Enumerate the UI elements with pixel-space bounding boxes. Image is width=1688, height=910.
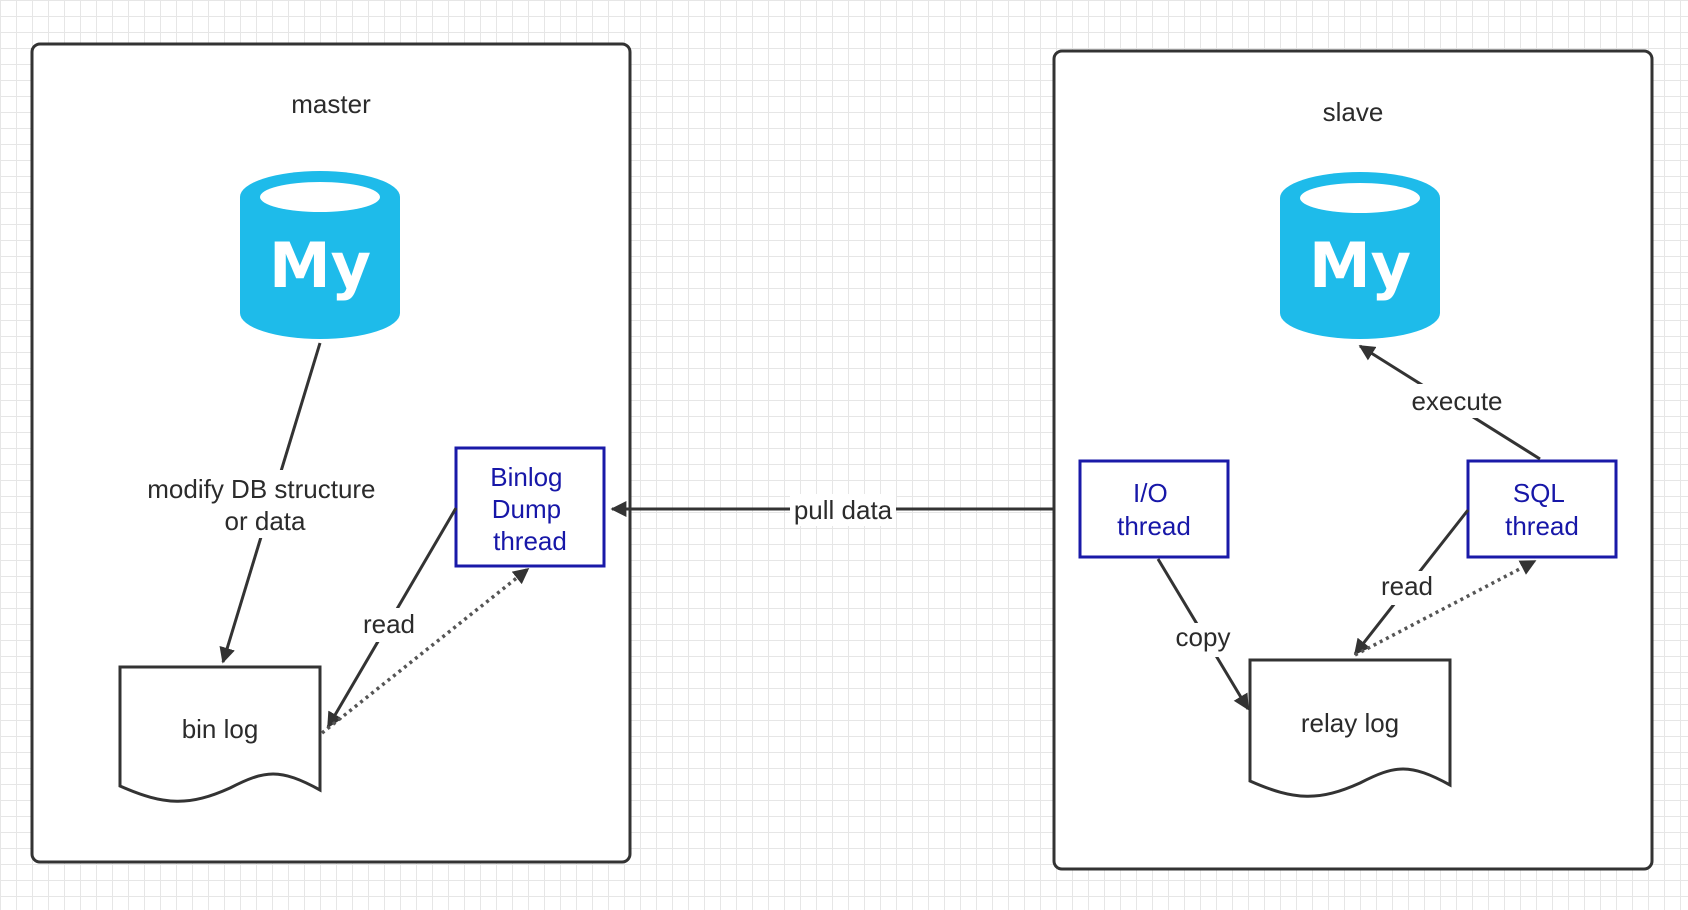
slave-mysql-database-icon: My [1280,172,1440,339]
edge-label-bg [1376,571,1438,605]
relaylog-document: relay log [1248,658,1452,798]
master-mysql-database-icon: My [240,171,400,339]
sql-thread-line: SQL [1513,478,1565,508]
edge-label-pull-data: pull data [794,495,893,525]
sql-thread-line: thread [1505,511,1579,541]
edge-label-modify: modify DB structure [147,474,375,504]
sql-thread-box: SQL thread [1466,459,1618,559]
relaylog-label: relay log [1301,708,1399,738]
master-db-logo-text: My [269,229,371,302]
dump-thread-line: Binlog [490,462,562,492]
io-thread-box: I/O thread [1078,459,1230,559]
io-thread-line: thread [1117,511,1191,541]
master-binlog-document: bin log [118,665,322,803]
svg-text:SQL thread: SQL thread [1505,478,1579,541]
dump-thread-line: Dump [492,494,561,524]
svg-text:I/O thread: I/O thread [1117,478,1191,541]
slave-title: slave [1323,97,1384,127]
edge-label-copy: copy [1176,622,1231,652]
edge-label-bg [790,494,896,526]
edge-label-bg [1170,623,1236,657]
master-title: master [291,89,371,119]
edge-label-execute: execute [1411,386,1502,416]
edge-label-read-slave: read [1381,571,1433,601]
master-container: master My bin log Binlog Dump thread mod… [30,42,632,864]
edge-label-bg [1398,384,1516,418]
svg-text:Binlog Dump th: Binlog Dump thread [490,462,570,556]
edge-relaylog-to-sql-thread-dotted [1354,559,1537,657]
edge-label-modify: or data [225,506,306,536]
svg-text:modify DB structure or d: modify DB structure or data [147,474,383,536]
binlog-dump-thread-box: Binlog Dump thread [454,446,606,568]
slave-db-logo-text: My [1309,229,1411,302]
edge-binlog-to-dump-thread-dotted [320,567,530,735]
edge-label-bg [140,470,390,538]
edge-label-bg [356,608,422,642]
binlog-label: bin log [182,714,259,744]
slave-container: slave My I/O thread SQL thread relay log [1052,49,1654,871]
dump-thread-line: thread [493,526,567,556]
edge-label-read-master: read [363,609,415,639]
io-thread-line: I/O [1133,478,1168,508]
